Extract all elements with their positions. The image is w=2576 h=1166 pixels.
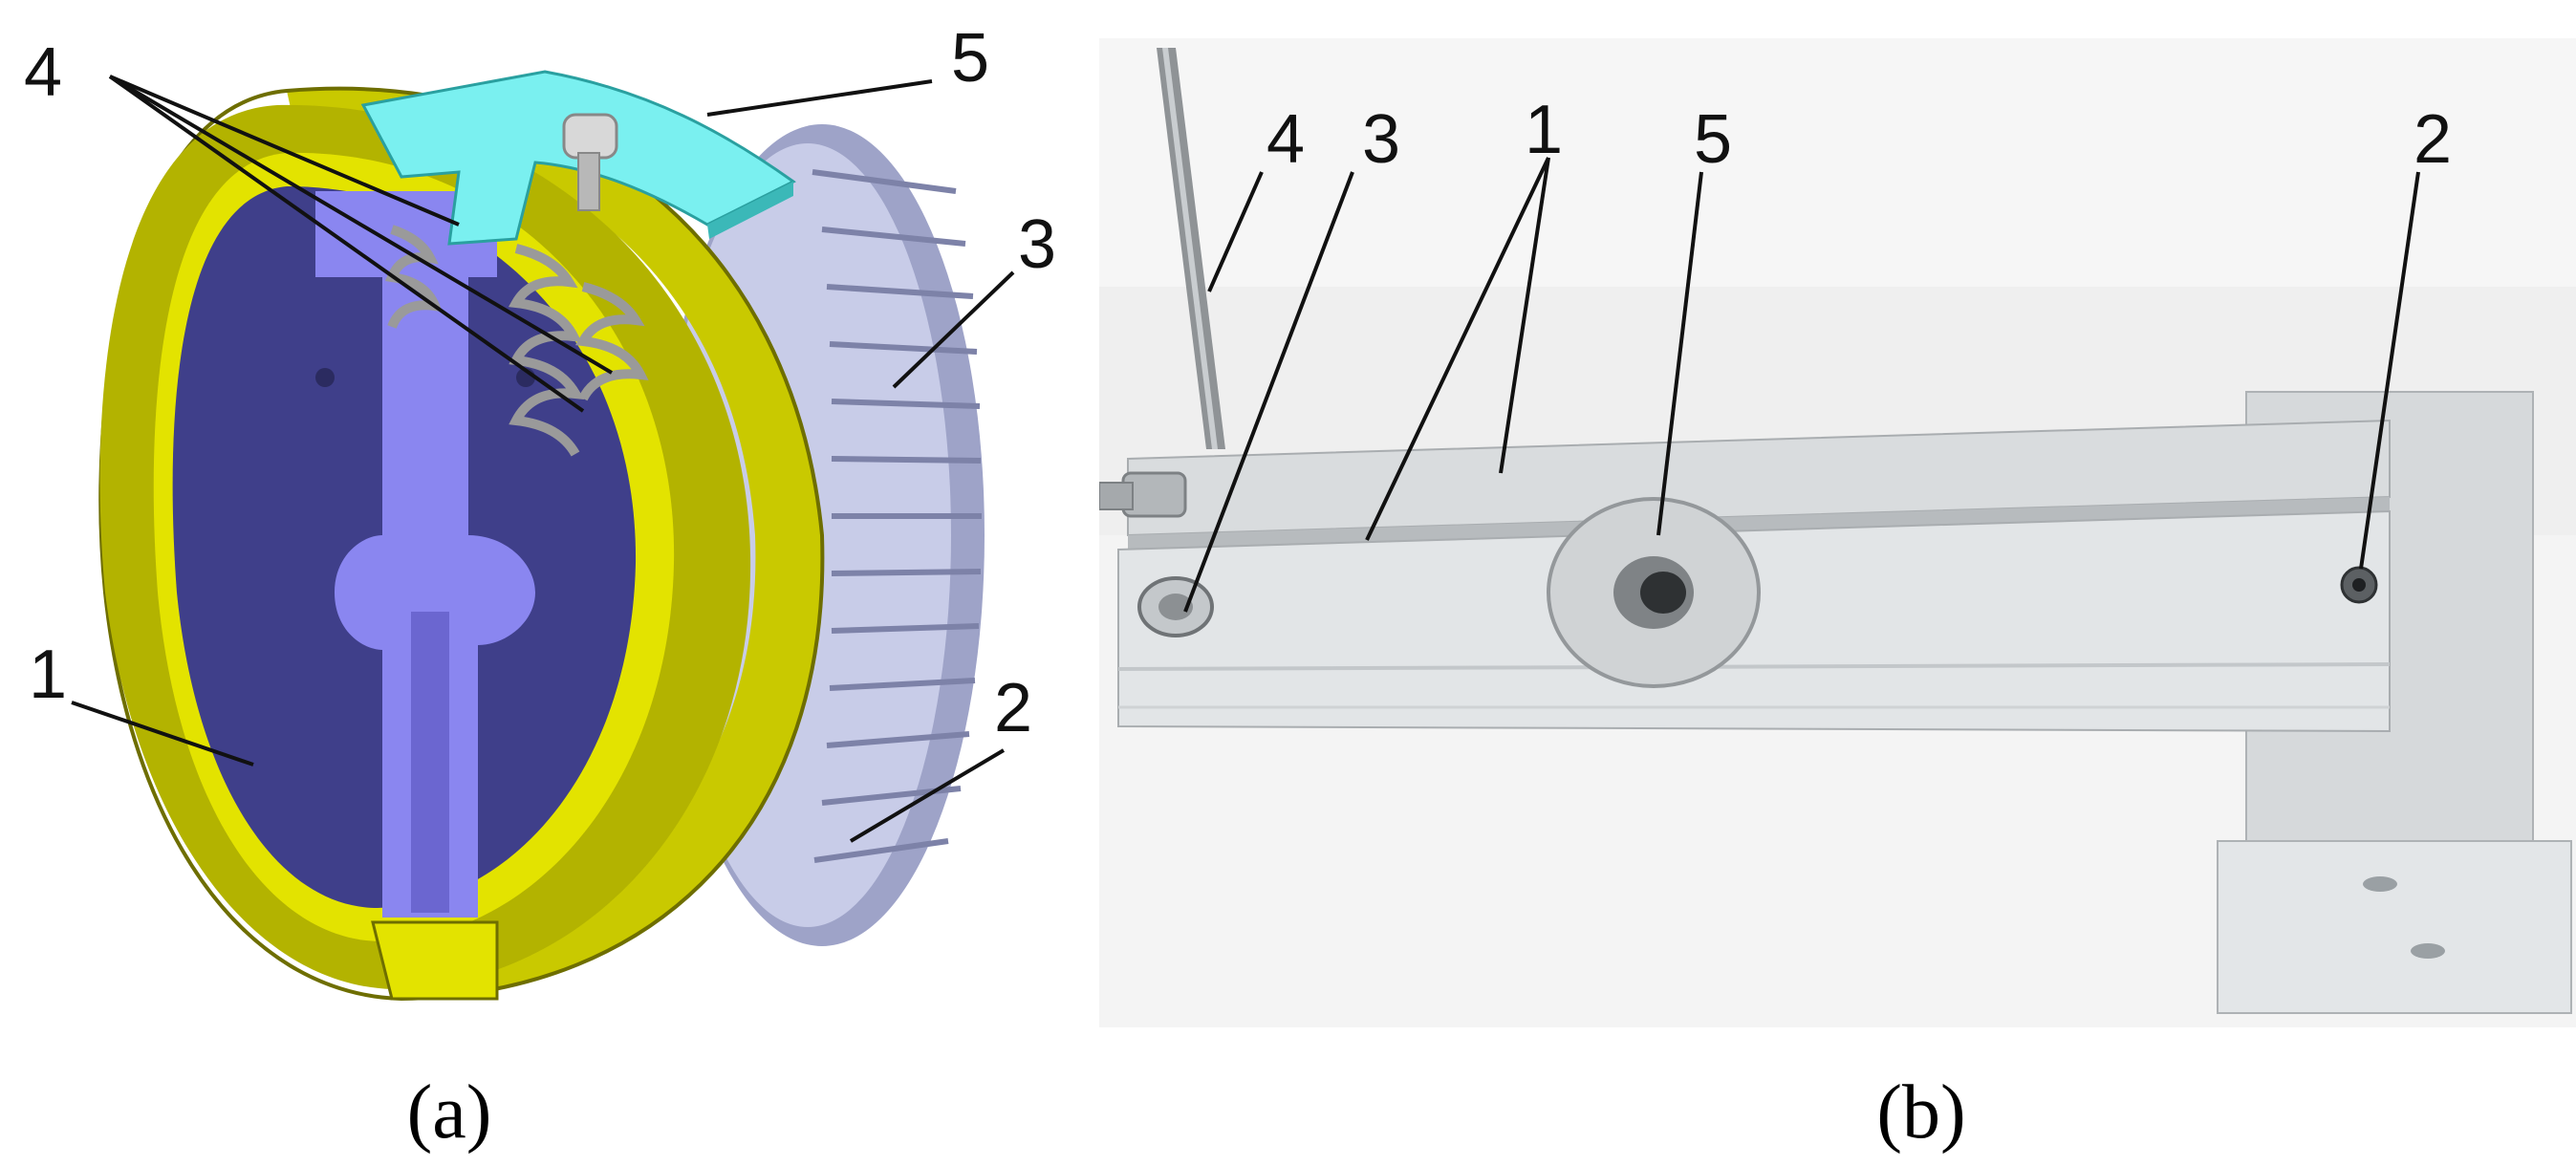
callout-b-4: 4 bbox=[1266, 101, 1305, 178]
callout-3: 3 bbox=[1018, 206, 1056, 283]
leader-b-1b bbox=[1365, 157, 1550, 541]
leader-4b bbox=[108, 75, 614, 375]
bar-1-upper bbox=[1127, 419, 2391, 550]
callout-2: 2 bbox=[994, 670, 1032, 746]
callout-4: 4 bbox=[24, 34, 62, 111]
leader-1 bbox=[71, 701, 254, 767]
leader-b-1a bbox=[1499, 157, 1550, 474]
callout-5: 5 bbox=[951, 20, 989, 97]
screw-2 bbox=[2340, 566, 2378, 604]
panel-b-photo: 4 3 1 5 2 (b) bbox=[1099, 0, 2576, 1166]
bolt-left bbox=[1099, 471, 1187, 518]
leader-4c bbox=[108, 75, 585, 413]
photo-assembly: 4 3 1 5 2 (b) bbox=[1099, 38, 2576, 1155]
leader-b-5 bbox=[1656, 171, 1703, 536]
leader-4a bbox=[109, 75, 460, 227]
callout-b-3: 3 bbox=[1362, 101, 1400, 178]
cover-plate-5 bbox=[360, 70, 796, 246]
cad-cutaway-drawing: 4 5 3 1 2 (a) bbox=[24, 20, 1056, 1155]
caption-b: (b) bbox=[1876, 1070, 1965, 1155]
panel-a-cad-cutaway: 4 5 3 1 2 (a) bbox=[0, 0, 1080, 1166]
rod-4 bbox=[1157, 48, 1225, 449]
leader-3 bbox=[892, 270, 1015, 389]
hub-5 bbox=[1547, 497, 1761, 688]
bottom-cut-block bbox=[371, 920, 499, 1001]
leader-b-3 bbox=[1183, 171, 1354, 613]
caption-a: (a) bbox=[407, 1070, 492, 1155]
callout-1: 1 bbox=[29, 637, 67, 713]
set-screw-3 bbox=[1137, 576, 1214, 637]
leader-5 bbox=[706, 79, 933, 117]
callout-b-2: 2 bbox=[2414, 101, 2452, 178]
callout-b-1: 1 bbox=[1525, 92, 1563, 168]
leader-b-4 bbox=[1207, 171, 1264, 292]
callout-b-5: 5 bbox=[1694, 101, 1732, 178]
leader-2 bbox=[849, 748, 1006, 843]
leader-b-2 bbox=[2359, 171, 2420, 570]
